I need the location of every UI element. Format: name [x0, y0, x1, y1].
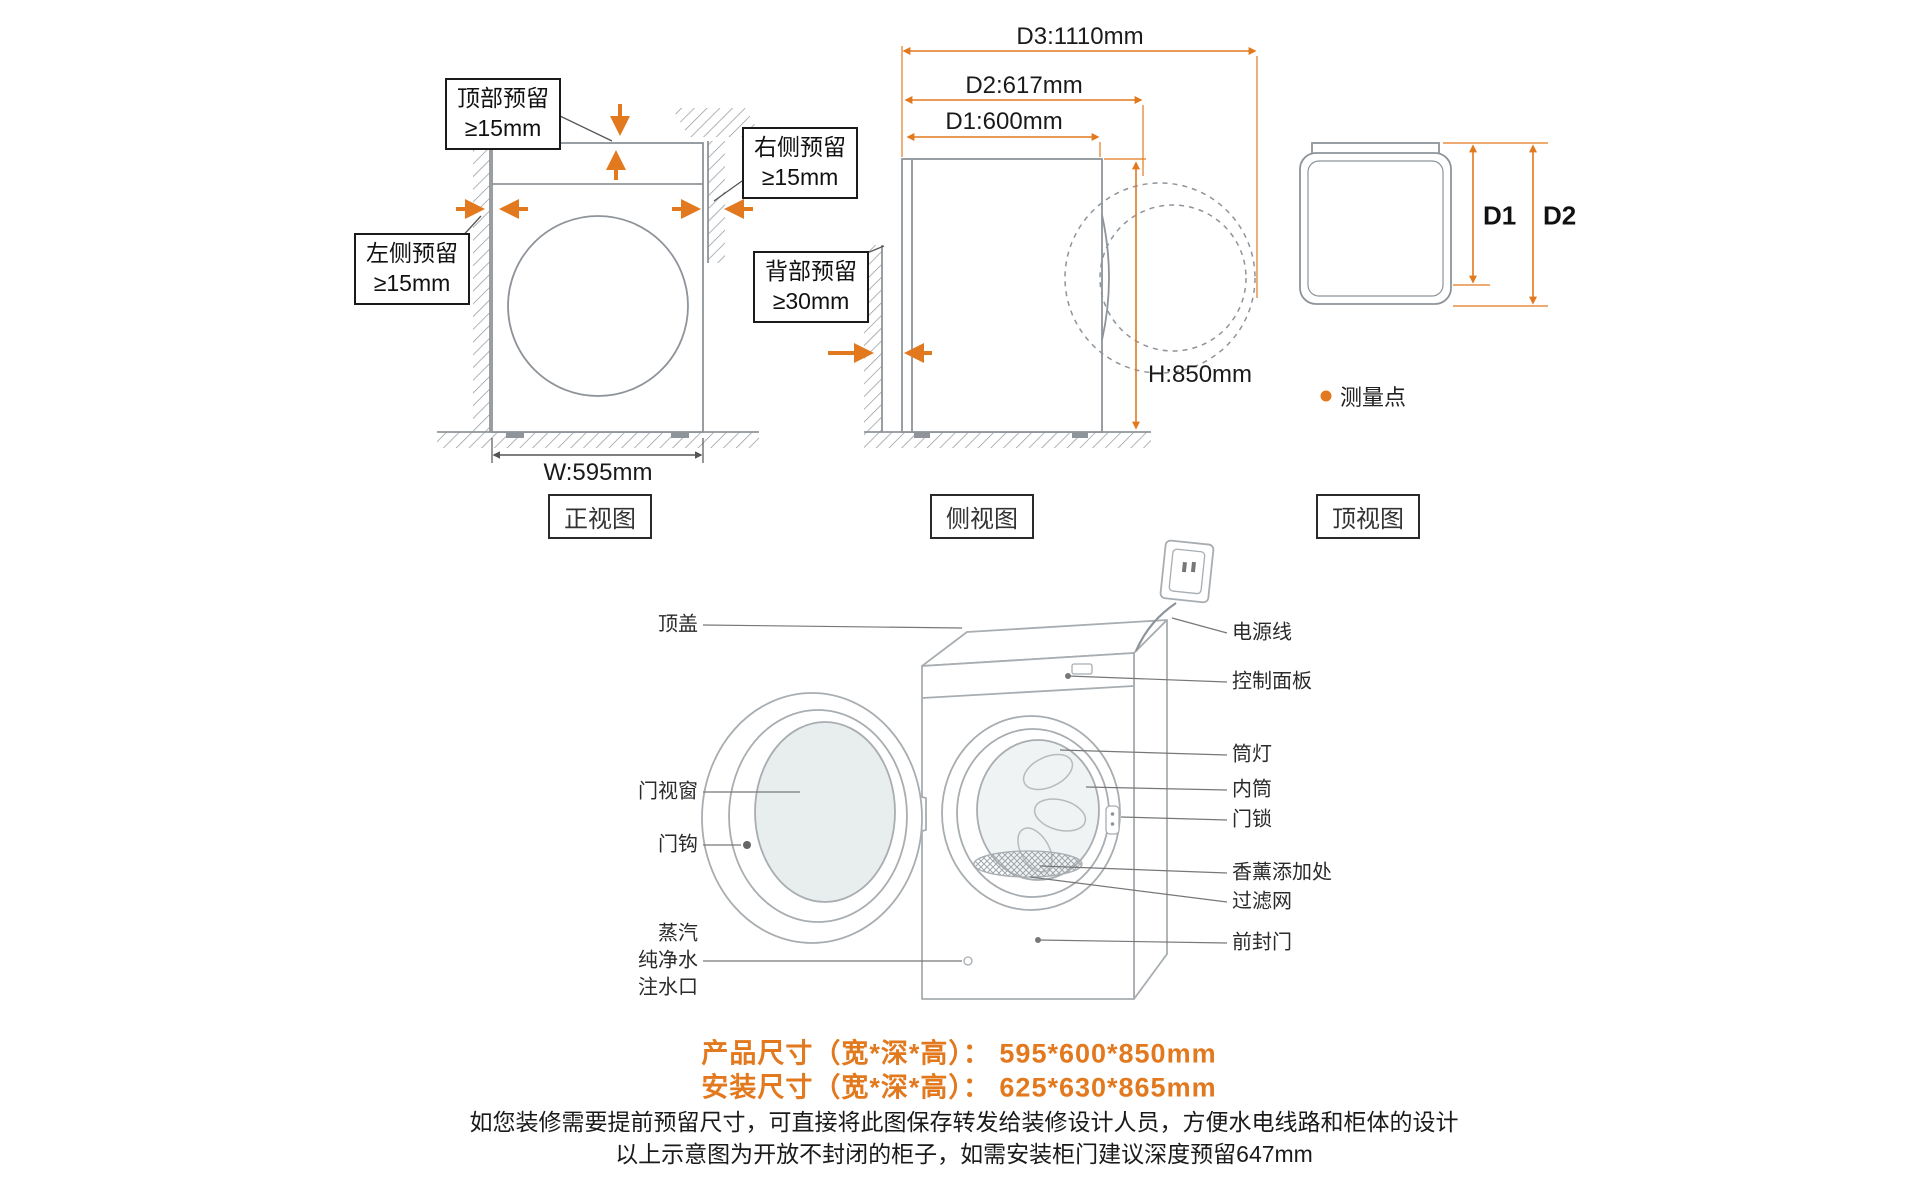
- label-power-cord: 电源线: [1232, 621, 1292, 644]
- side-view-drawing: [864, 158, 1256, 448]
- d1-dimension-text: D1:600mm: [945, 108, 1063, 135]
- top-view-outline: [1299, 152, 1452, 305]
- side-floor-hatch: [864, 432, 1151, 448]
- control-panel-display: [1071, 663, 1093, 675]
- control-panel-line: [921, 685, 1135, 699]
- label-front-door: 前封门: [1232, 931, 1292, 954]
- label-filter-mesh: 过滤网: [1232, 890, 1292, 913]
- front-machine-foot-left: [506, 432, 524, 438]
- power-outlet: [1159, 539, 1215, 604]
- side-dimensions: [901, 46, 1258, 430]
- door-lock: [1105, 805, 1120, 835]
- width-dimension-text: W:595mm: [543, 459, 653, 486]
- top-view-drawing: [1299, 142, 1452, 305]
- note-line-1: 如您装修需要提前预留尺寸，可直接将此图保存转发给装修设计人员，方便水电线路和柜体…: [469, 1109, 1459, 1135]
- door-swing-arc-inner: [1099, 204, 1247, 352]
- front-machine-door-circle: [507, 215, 689, 397]
- front-machine-foot-right: [671, 432, 689, 438]
- top-clearance-label: 顶部预留 ≥15mm: [445, 78, 561, 150]
- front-floor-hatch: [437, 432, 759, 448]
- side-view-title: 侧视图: [930, 494, 1034, 539]
- label-inner-drum: 内筒: [1232, 778, 1272, 801]
- measure-point-legend: 测量点: [1340, 385, 1407, 410]
- door-swing-arc-outer: [1064, 182, 1256, 374]
- power-cord: [1134, 602, 1177, 652]
- top-view-inner-line: [1307, 160, 1444, 297]
- side-machine-body: [901, 158, 1103, 433]
- label-control-panel: 控制面板: [1232, 670, 1312, 693]
- install-size-text: 安装尺寸（宽*深*高）： 625*630*865mm: [701, 1072, 1217, 1103]
- height-dimension-text: H:850mm: [1148, 361, 1253, 388]
- front-clearance-arrows: [456, 104, 753, 219]
- front-view-drawing: [437, 108, 762, 448]
- front-width-dimension: [491, 438, 704, 463]
- label-top-cover: 顶盖: [658, 613, 698, 636]
- top-view-dimensions: [1443, 142, 1548, 307]
- label-door-hook: 门钩: [658, 833, 698, 856]
- door-window-glass: [754, 721, 896, 903]
- water-inlet: [963, 956, 973, 966]
- note-line-2: 以上示意图为开放不封闭的柜子，如需安装柜门建议深度预留647mm: [615, 1141, 1313, 1167]
- right-clearance-label: 右侧预留 ≥15mm: [742, 127, 858, 199]
- side-machine-foot-left: [914, 432, 930, 438]
- label-drum-light: 筒灯: [1232, 743, 1272, 766]
- back-clearance-label: 背部预留 ≥30mm: [753, 251, 869, 323]
- front-top-corner-hatch: [672, 108, 762, 137]
- front-view-title: 正视图: [548, 494, 652, 539]
- side-machine-door-bulge: [1101, 214, 1110, 341]
- door-hook: [743, 841, 751, 849]
- top-view-title: 顶视图: [1316, 494, 1420, 539]
- label-door-lock: 门锁: [1232, 808, 1272, 831]
- side-machine-foot-right: [1072, 432, 1088, 438]
- d3-dimension-text: D3:1110mm: [1016, 23, 1144, 50]
- front-machine-body: [491, 142, 704, 433]
- product-size-text: 产品尺寸（宽*深*高）： 595*600*850mm: [701, 1038, 1217, 1069]
- filter-mesh: [973, 850, 1083, 878]
- label-door-window: 门视窗: [638, 780, 698, 803]
- label-fragrance-spot: 香薰添加处: [1232, 861, 1332, 884]
- top-d1-text: D1: [1483, 200, 1517, 231]
- front-left-wall-hatch: [473, 137, 490, 432]
- product-label-leaders: [702, 617, 1228, 962]
- label-water-inlet: 蒸汽 纯净水 注水口: [638, 922, 698, 999]
- top-d2-text: D2: [1543, 200, 1577, 231]
- front-right-wall-hatch: [708, 141, 725, 263]
- product-illustration: [701, 539, 1215, 1000]
- d2-dimension-text: D2:617mm: [965, 72, 1083, 99]
- measure-point-dot: [1320, 390, 1332, 402]
- left-clearance-label: 左侧预留 ≥15mm: [354, 233, 470, 305]
- drum-paddles: [1017, 753, 1087, 873]
